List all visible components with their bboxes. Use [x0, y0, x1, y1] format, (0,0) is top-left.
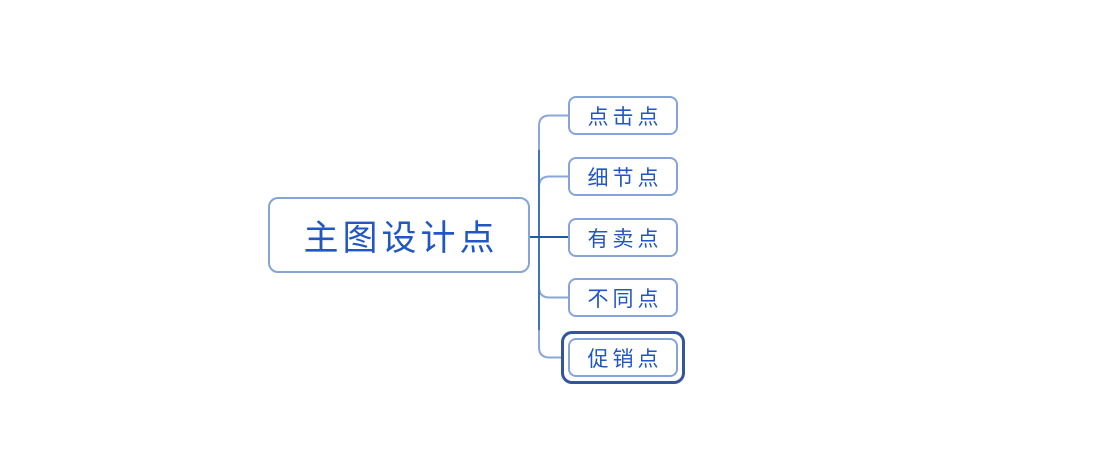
mindmap-node-selling-point[interactable]: 有卖点: [568, 218, 678, 257]
child-node-label: 促销点: [587, 346, 663, 371]
branch-line-child-4: [538, 237, 568, 299]
mindmap-root-node[interactable]: 主图设计点: [268, 197, 530, 273]
mindmap-node-difference-point[interactable]: 不同点: [568, 278, 678, 317]
mindmap-node-click-point[interactable]: 点击点: [568, 96, 678, 135]
child-node-label: 点击点: [587, 104, 663, 129]
branch-line-child-2: [538, 175, 568, 237]
branch-line-child-5: [538, 237, 562, 359]
mindmap-node-detail-point[interactable]: 细节点: [568, 157, 678, 196]
child-node-label: 细节点: [587, 165, 663, 190]
child-node-label: 有卖点: [587, 226, 663, 251]
mindmap-node-promotion-point-selected[interactable]: 促销点: [568, 338, 678, 377]
child-node-label: 不同点: [587, 286, 663, 311]
root-node-label: 主图设计点: [303, 218, 499, 258]
branch-line-child-1: [538, 114, 568, 237]
